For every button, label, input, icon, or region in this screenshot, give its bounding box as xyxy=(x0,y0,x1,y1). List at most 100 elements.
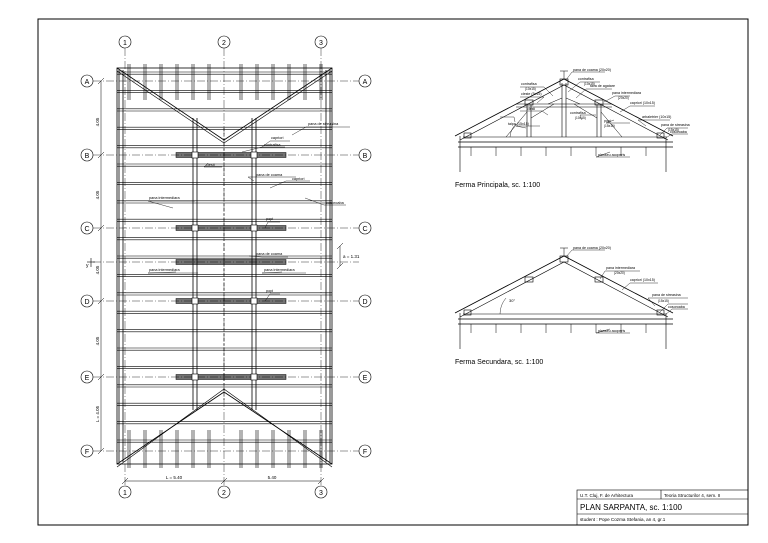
fp-label-capriori: capriori (10x15) xyxy=(630,101,655,105)
row-marker-right-a: A xyxy=(363,79,368,86)
dimension-a-b: 4.05 xyxy=(95,117,100,126)
title-block-title: PLAN SARPANTA, sc. 1:100 xyxy=(580,503,683,512)
fp-label-contrafisa-left: contrafisa xyxy=(521,82,537,86)
ferma-secundara-title: Ferma Secundara, sc. 1:100 xyxy=(455,359,543,366)
plan-label-contrafise: contrafisa xyxy=(264,143,281,147)
row-marker-left-b: B xyxy=(85,153,90,160)
fp-label-pana-intermediara: pana intermediara xyxy=(612,91,641,95)
fs-label-pana-coama: pana de coama (20x20) xyxy=(573,246,611,250)
fp-label-planseu: planseu acoperis xyxy=(598,153,625,157)
dimension-1-2: L = 5.40 xyxy=(166,475,183,480)
plan-post xyxy=(250,373,258,381)
fp-label-contrafisa-mid-dim: (10x15) xyxy=(575,116,586,120)
plan-tie-beam xyxy=(175,374,287,380)
plan-label-popi-1: popi xyxy=(266,217,273,221)
plan-post xyxy=(191,151,199,159)
plan-tie-beam xyxy=(175,152,287,158)
fp-label-contrafisa-top-dim: (10x15) xyxy=(584,82,595,86)
bottom-dimension-chain xyxy=(121,477,325,485)
plan-post xyxy=(191,373,199,381)
fp-label-cleste: cleste (5x15) xyxy=(521,92,542,96)
row-marker-left-c: C xyxy=(84,226,89,233)
plan-label-capriori-top: capriori xyxy=(271,136,284,140)
plan-label-pana-intermediara-1: pana intermediara xyxy=(149,196,180,200)
ferma-principala-section xyxy=(454,70,674,172)
dimension-c-d: 4.05 xyxy=(95,265,100,274)
ferma-secundara-labels: pana de coama (20x20) pana intermediara … xyxy=(509,246,685,333)
fp-label-talpa: talpa (15x15) xyxy=(508,122,529,126)
dimension-2-3: 5.40 xyxy=(268,475,277,480)
axis-mark xyxy=(87,258,95,267)
fp-label-cosoroaba: cosoroaba xyxy=(670,130,687,134)
plan-label-pana-coama-2: pana de coama xyxy=(256,252,283,256)
row-marker-left-e: E xyxy=(85,375,90,382)
row-marker-right-f: F xyxy=(363,449,367,456)
row-marker-right-b: B xyxy=(363,153,368,160)
fs-angle-label: 30° xyxy=(509,298,515,303)
axis-mark-label: y xyxy=(86,263,89,269)
plan-label-pana-intermediara-2: pana intermediara xyxy=(149,268,180,272)
row-marker-left-a: A xyxy=(85,79,90,86)
plan-post xyxy=(191,297,199,305)
fs-label-planseu: planseu acoperis xyxy=(598,329,625,333)
ferma-principala-title: Ferma Principala, sc. 1:100 xyxy=(455,182,540,189)
plan-label-pana-coama: pana de coama xyxy=(256,173,283,177)
roof-plan: 1 2 3 1 2 3 A A B B C C D xyxy=(80,35,372,499)
fp-label-popi-dim: (15x15) xyxy=(604,124,615,128)
dimension-b-c: 4.05 xyxy=(95,190,100,199)
fs-label-pana-streasina: pana de streasina xyxy=(652,293,681,297)
title-block-student: student : Pope Cozma Stefania, an 4, gr.… xyxy=(580,517,666,522)
title-block-course: Teoria Structurilor 4, sem. II xyxy=(664,493,720,498)
plan-label-popi-2: popi xyxy=(266,289,273,293)
fp-label-pana-streasina-dim: (15x15) xyxy=(668,128,679,132)
row-markers: A A B B C C D D E E F F xyxy=(80,74,372,458)
row-marker-left-d: D xyxy=(84,299,89,306)
row-marker-left-f: F xyxy=(85,449,89,456)
plan-leaders xyxy=(147,126,350,302)
fs-label-cosoroaba: cosoroaba xyxy=(668,305,685,309)
title-block-institution: U.T. Cluj, F. de Arhitectura xyxy=(580,493,634,498)
plan-label-pana-intermediara-3: pana intermediara xyxy=(264,268,295,272)
fs-label-pana-streasina-dim: (15x15) xyxy=(658,299,669,303)
plan-post xyxy=(250,151,258,159)
ferma-secundara-section xyxy=(454,247,674,349)
fp-label-clesti: clesti xyxy=(527,107,535,111)
fs-label-pana-intermediara: pana intermediara xyxy=(606,266,635,270)
plan-tie-beam xyxy=(175,259,287,265)
fp-label-contrafisa-mid: contrafisa xyxy=(570,111,586,115)
plan-post xyxy=(250,224,258,232)
dimension-e-f: L = 4.05 xyxy=(95,405,100,422)
spacing-dimension xyxy=(336,242,344,270)
ferma-secundara-leaders xyxy=(565,249,688,334)
left-dimension-chain xyxy=(97,77,105,455)
fp-label-popi: popi xyxy=(604,119,611,123)
plan-post xyxy=(250,297,258,305)
sheet-border xyxy=(37,18,749,526)
plan-label-capriori-mid: capriori xyxy=(292,177,305,181)
spacing-note: a = 1.31 xyxy=(343,254,360,259)
column-marker-bottom-3: 3 xyxy=(319,490,323,497)
title-block xyxy=(576,489,749,526)
plan-label-clesti: clesti xyxy=(206,163,215,167)
plan-label-pana-streasina: pana de streasina xyxy=(308,122,339,126)
fp-label-contrafisa-top: contrafisa xyxy=(578,77,594,81)
column-marker-top-2: 2 xyxy=(222,40,226,47)
fs-label-capriori: capriori (10x15) xyxy=(630,278,655,282)
fs-label-pana-intermediara-dim: (20x20) xyxy=(614,271,625,275)
plan-tie-beam xyxy=(175,298,287,304)
dimension-d-e: 4.05 xyxy=(95,336,100,345)
fp-label-pana-streasina: pana de streasina xyxy=(661,123,690,127)
plan-post xyxy=(191,224,199,232)
row-marker-right-c: C xyxy=(362,226,367,233)
fp-label-arbaletrier: arbaletrier (10x15) xyxy=(642,115,671,119)
plan-label-cosoroabe: cosoroaba xyxy=(326,201,345,205)
fp-label-pana-intermediara-dim: (20x20) xyxy=(618,96,629,100)
ferma-principala-leaders xyxy=(500,71,688,158)
column-marker-top-1: 1 xyxy=(123,40,127,47)
row-marker-right-e: E xyxy=(363,375,368,382)
column-marker-top-3: 3 xyxy=(319,40,323,47)
plan-outline xyxy=(116,67,333,465)
fp-label-contrafisa-left-dim: (10x15) xyxy=(525,87,536,91)
row-marker-right-d: D xyxy=(362,299,367,306)
